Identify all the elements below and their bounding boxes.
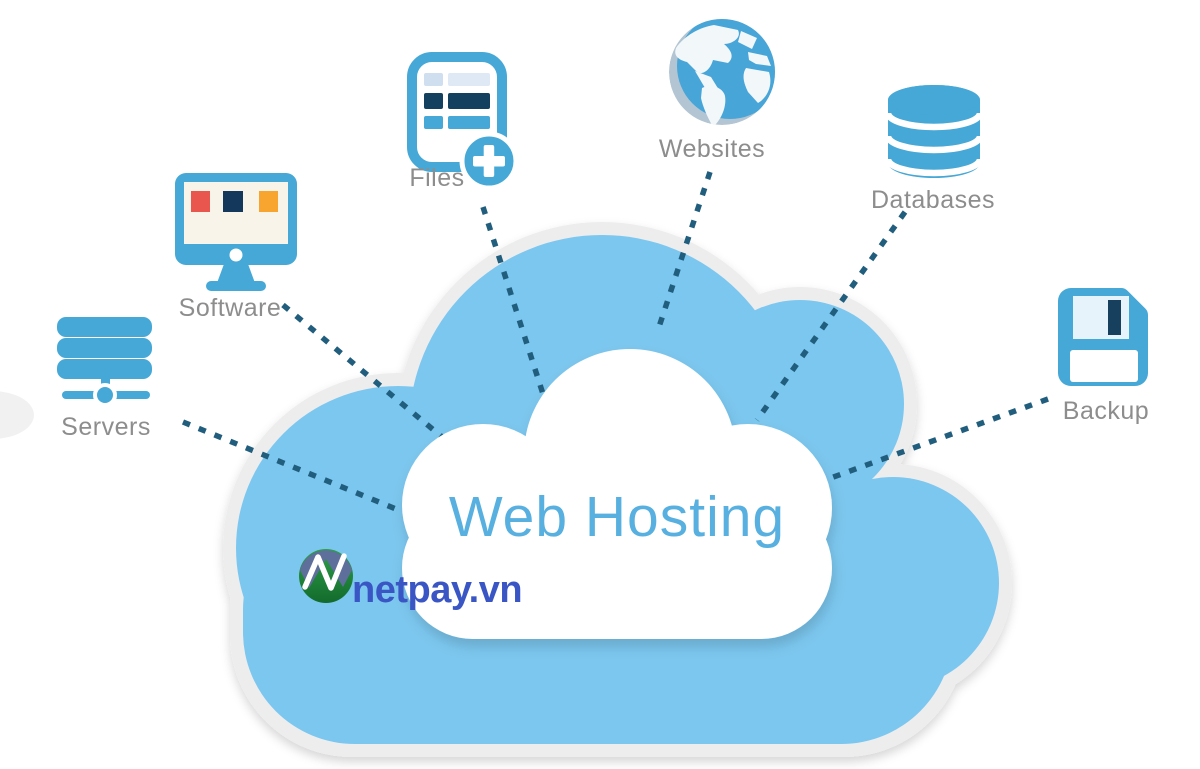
server-stack-icon (57, 317, 152, 407)
connector-servers (181, 419, 398, 512)
connector-software (281, 302, 473, 464)
netpay-logo-icon (299, 549, 353, 603)
files-label: Files (409, 164, 465, 192)
floppy-disk-icon (1058, 287, 1149, 386)
edge-cloud-sliver (0, 391, 34, 439)
backup-label: Backup (1062, 397, 1150, 425)
globe-icon (669, 19, 775, 125)
connector-websites (654, 171, 713, 334)
websites-label: Websites (658, 135, 766, 163)
database-icon (884, 85, 984, 178)
software-label: Software (178, 294, 282, 322)
cloud-title: Web Hosting (448, 485, 786, 549)
brand-name: netpay.vn (352, 569, 523, 611)
servers-label: Servers (61, 413, 151, 441)
databases-label: Databases (870, 186, 996, 214)
inner-cloud (402, 349, 832, 639)
connectors (181, 171, 1049, 512)
connector-backup (827, 396, 1049, 482)
monitor-icon (175, 173, 297, 291)
document-add-icon (407, 52, 519, 191)
